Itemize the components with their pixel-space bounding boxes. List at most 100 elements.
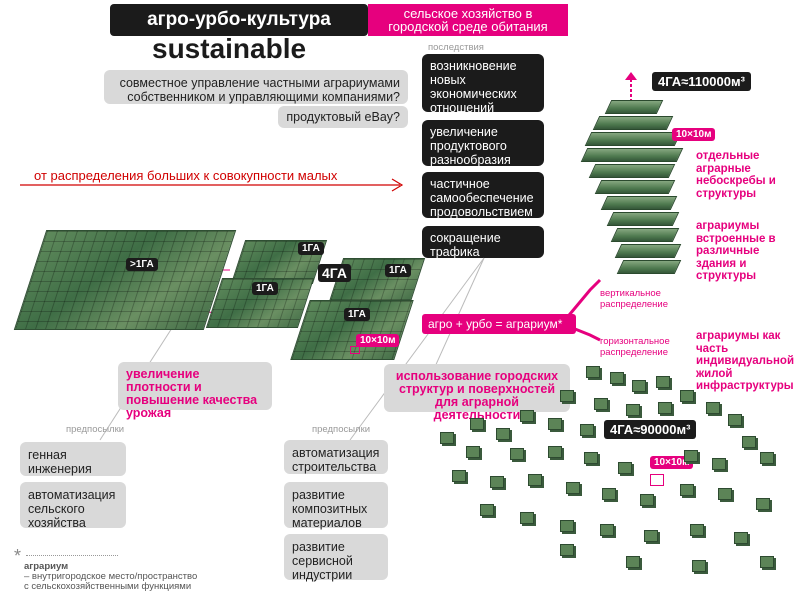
cube bbox=[680, 390, 694, 402]
precondition-composites: развитие композитных материалов bbox=[284, 482, 388, 530]
tag-horizontal-volume: 4ГА≈90000м³ bbox=[604, 420, 697, 439]
tag-plot-small: 10×10м bbox=[356, 334, 400, 347]
tower-slab bbox=[610, 228, 680, 242]
precondition-agri-automation: автоматизация сельского хозяйства bbox=[20, 482, 126, 530]
tag-plot-c: 1ГА bbox=[252, 282, 278, 295]
cube bbox=[470, 418, 484, 430]
question-shared-management: совместное управление частными аграриума… bbox=[104, 70, 408, 104]
cube bbox=[618, 462, 632, 474]
consequence-traffic: сокращение трафика bbox=[422, 226, 544, 259]
cube bbox=[580, 424, 594, 436]
footnote-star: * bbox=[14, 546, 22, 566]
horizontal-small-marker bbox=[650, 474, 664, 486]
tower-slab bbox=[600, 196, 678, 210]
cube bbox=[734, 532, 748, 544]
consequence-new-economic: возникновение новых экономических отноше… bbox=[422, 54, 544, 115]
cube bbox=[760, 556, 774, 568]
preconditions-label-left: предпосылки bbox=[66, 424, 125, 435]
horizontal-label: горизонтальное распределение bbox=[600, 336, 670, 358]
cube bbox=[658, 402, 672, 414]
cube bbox=[684, 450, 698, 462]
cube bbox=[680, 484, 694, 496]
tag-horizontal-small: 10×10м bbox=[650, 456, 694, 469]
cube bbox=[656, 376, 670, 388]
urban-use-box: использование городских структур и повер… bbox=[384, 364, 570, 422]
cube bbox=[490, 476, 504, 488]
cube bbox=[586, 366, 600, 378]
tag-plot-d: 1ГА bbox=[344, 308, 370, 321]
cube bbox=[566, 482, 580, 494]
cube bbox=[644, 530, 658, 542]
header-subtitle: сельское хозяйство в городской среде оби… bbox=[368, 4, 568, 36]
footnote-text: аграриум – внутригородское место/простра… bbox=[24, 561, 198, 592]
tower-slab bbox=[606, 212, 680, 226]
tower-slab bbox=[592, 116, 674, 130]
tag-vertical-volume: 4ГА≈110000м³ bbox=[652, 72, 751, 91]
vertical-desc-embedded: аграриумы встроенные в различные здания … bbox=[696, 220, 776, 282]
cube bbox=[600, 524, 614, 536]
tag-vertical-small: 10×10м bbox=[672, 128, 716, 141]
tower-slab bbox=[616, 260, 682, 274]
cube bbox=[510, 448, 524, 460]
cube bbox=[548, 446, 562, 458]
cube bbox=[692, 560, 706, 572]
tower-slab bbox=[584, 132, 682, 146]
cube bbox=[466, 446, 480, 458]
cube bbox=[496, 428, 510, 440]
precondition-services: развитие сервисной индустрии bbox=[284, 534, 388, 582]
tower-slab bbox=[594, 180, 676, 194]
cube bbox=[520, 512, 534, 524]
tag-plot-center: 4ГА bbox=[318, 264, 351, 282]
formula-box: агро + урбо = аграриум* bbox=[422, 314, 576, 334]
cube bbox=[640, 494, 654, 506]
cube bbox=[452, 470, 466, 482]
cube bbox=[706, 402, 720, 414]
precondition-genetic: генная инженерия bbox=[20, 442, 126, 476]
cube bbox=[742, 436, 756, 448]
red-arrow-line bbox=[20, 178, 404, 192]
cube bbox=[520, 410, 534, 422]
arrow-text: от распределения больших к совокупности … bbox=[34, 168, 338, 183]
cube bbox=[528, 474, 542, 486]
cube bbox=[756, 498, 770, 510]
cube bbox=[560, 390, 574, 402]
footnote-line bbox=[26, 555, 118, 556]
small-plot-marker bbox=[350, 346, 360, 354]
cube bbox=[560, 544, 574, 556]
consequence-self-sufficiency: частичное самообеспечение продовольствие… bbox=[422, 172, 544, 219]
tag-plot-a: 1ГА bbox=[298, 242, 324, 255]
header-title: агро-урбо-культура bbox=[110, 4, 368, 36]
consequence-product-variety: увеличение продуктового разнообразия bbox=[422, 120, 544, 167]
sustainable-heading: sustainable bbox=[152, 33, 307, 64]
cube bbox=[610, 372, 624, 384]
horizontal-desc: аграриумы как часть индивидуальной жилой… bbox=[696, 330, 795, 392]
tag-big-field: >1ГА bbox=[126, 258, 158, 271]
cube bbox=[728, 414, 742, 426]
consequences-label: последствия bbox=[428, 42, 484, 53]
tower-slab bbox=[588, 164, 676, 178]
cube bbox=[718, 488, 732, 500]
cube bbox=[632, 380, 646, 392]
vertical-desc-skyscrapers: отдельные аграрные небоскребы и структур… bbox=[696, 150, 776, 200]
big-field bbox=[13, 230, 237, 330]
cube bbox=[440, 432, 454, 444]
tower-slab bbox=[604, 100, 664, 114]
cube bbox=[760, 452, 774, 464]
cube bbox=[480, 504, 494, 516]
cube bbox=[584, 452, 598, 464]
precondition-construction: автоматизация строительства bbox=[284, 440, 388, 474]
cube bbox=[626, 404, 640, 416]
cube bbox=[602, 488, 616, 500]
tower-slab bbox=[580, 148, 684, 162]
cube bbox=[560, 520, 574, 532]
cube bbox=[626, 556, 640, 568]
cube bbox=[594, 398, 608, 410]
preconditions-label-mid: предпосылки bbox=[312, 424, 371, 435]
question-ebay: продуктовый eBay? bbox=[278, 106, 408, 128]
cube bbox=[712, 458, 726, 470]
vertical-label: вертикальное распределение bbox=[600, 288, 668, 310]
tower-slab bbox=[614, 244, 682, 258]
density-box: увеличение плотности и повышение качеств… bbox=[118, 362, 272, 420]
tag-plot-b: 1ГА bbox=[385, 264, 411, 277]
cube bbox=[548, 418, 562, 430]
